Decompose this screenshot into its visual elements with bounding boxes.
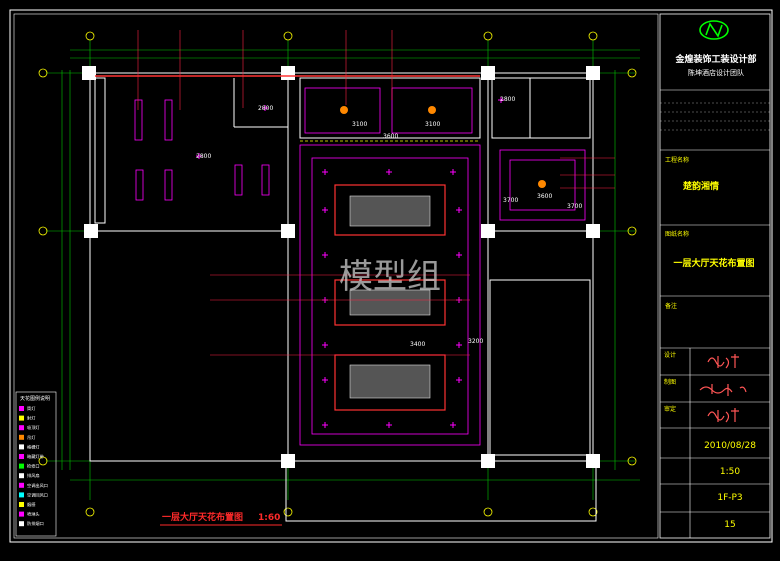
legend-item-label: 检修口 — [27, 463, 40, 470]
legend-item-label: 格栅灯 — [27, 443, 40, 450]
legend-item-label: 暗藏灯带 — [27, 453, 44, 460]
legend-item-label: 射灯 — [27, 415, 36, 422]
level-label: 3700 — [503, 197, 518, 204]
company-name: 金煌装饰工装设计部 — [674, 53, 756, 65]
draw-label: 制图 — [664, 378, 676, 386]
pendant-lights — [340, 106, 546, 188]
level-label: 3200 — [468, 338, 483, 345]
team-name: 陈坤酒店设计团队 — [688, 68, 744, 77]
legend-symbol-icon — [19, 521, 24, 527]
legend-box — [15, 391, 57, 537]
legend-symbol-icon — [19, 415, 24, 421]
elevation-labels: 2800 3100 3100 3600 2800 3400 3600 3700 … — [196, 96, 582, 348]
walls — [89, 72, 597, 522]
level-label: 3600 — [537, 193, 552, 200]
drawing-frame — [13, 13, 659, 539]
legend-item-label: 排风扇 — [27, 472, 40, 479]
level-label: 3600 — [383, 133, 398, 140]
grid-markers — [38, 31, 637, 517]
legend-symbol-icon — [19, 463, 24, 469]
legend-item-label: 吊灯 — [27, 434, 36, 441]
legend-item-label: 吸顶灯 — [27, 424, 40, 431]
legend-item-label: 空调出风口 — [27, 482, 48, 489]
level-label: 2800 — [196, 153, 211, 160]
notes-label: 备注 — [665, 302, 677, 310]
legend-symbol-icon — [19, 482, 24, 488]
drawing-number: 1F-P3 — [717, 493, 742, 503]
date-value: 2010/08/28 — [704, 441, 756, 451]
legend-item-label: 防排烟口 — [27, 520, 44, 527]
legend-symbol-icon — [19, 444, 24, 450]
legend-symbol-icon — [19, 434, 24, 440]
legend-symbol-icon — [19, 454, 24, 459]
project-label: 工程名称 — [665, 156, 689, 164]
leader-lines — [137, 30, 615, 356]
level-label: 2800 — [258, 105, 273, 112]
level-label: 2800 — [500, 96, 515, 103]
title-block — [659, 13, 771, 539]
legend-item-label: 烟感 — [27, 501, 35, 508]
legend-symbol-icon — [19, 406, 24, 411]
legend-item-label: 空调回风口 — [27, 491, 48, 498]
sheet-border — [9, 9, 773, 543]
legend-symbol-icon — [19, 511, 24, 517]
legend-symbol-icon — [19, 473, 24, 479]
legend-symbol-icon — [19, 425, 24, 431]
company-logo — [699, 20, 729, 40]
legend-symbol-icon — [19, 492, 24, 498]
legend-items: 筒灯射灯吸顶灯吊灯格栅灯暗藏灯带检修口排风扇空调出风口空调回风口烟感喷淋头防排烟… — [19, 405, 48, 527]
caption-scale: 1:60 — [258, 513, 280, 523]
legend-title: 天花图例说明 — [20, 395, 50, 402]
scale-value: 1:50 — [720, 467, 740, 477]
columns — [82, 66, 600, 468]
legend-item-label: 喷淋头 — [27, 511, 40, 518]
design-label: 设计 — [664, 351, 676, 359]
project-name: 楚韵湘情 — [682, 180, 719, 192]
level-label: 3700 — [567, 203, 582, 210]
drawing-label: 图纸名称 — [665, 230, 689, 238]
level-label: 3100 — [425, 121, 440, 128]
drawing-name: 一层大厅天花布置图 — [673, 257, 754, 269]
watermark: 模型组 — [339, 257, 441, 297]
level-label: 3100 — [352, 121, 367, 128]
ceiling-elements — [134, 87, 586, 446]
drawing-caption: 一层大厅天花布置图 — [162, 511, 243, 523]
check-label: 审定 — [664, 405, 676, 413]
coffered-panels — [334, 184, 446, 411]
legend-symbol-icon — [19, 502, 24, 507]
signatures — [699, 354, 747, 423]
legend-item-label: 筒灯 — [27, 405, 36, 412]
level-label: 3400 — [410, 341, 425, 348]
sheet-number: 15 — [724, 520, 735, 530]
